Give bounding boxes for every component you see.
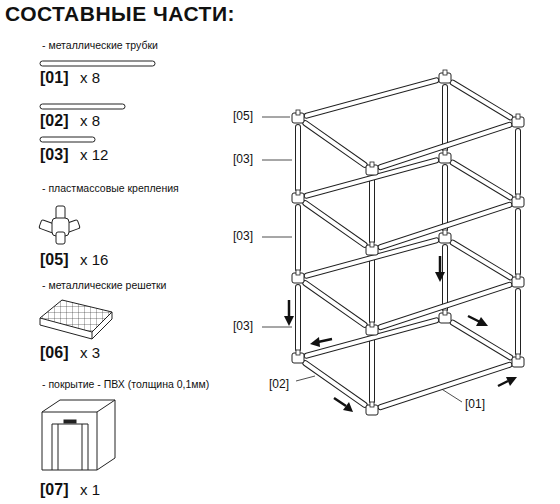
callout-number: [03]: [232, 153, 254, 166]
section-label: - пластмассовые крепления: [42, 183, 179, 195]
part-count: x 16: [80, 252, 108, 269]
callout-number: [05]: [232, 110, 254, 123]
part-number: [03]: [40, 146, 68, 164]
tube-icons: [40, 61, 155, 142]
part-count: x 3: [80, 345, 100, 362]
part-number: [07]: [40, 481, 68, 499]
section-label: - покрытие - ПВХ (толщина 0,1мм): [42, 379, 209, 391]
part-number: [05]: [40, 251, 68, 269]
callout-number: [03]: [232, 320, 254, 333]
section-label: - металлические трубки: [42, 40, 158, 52]
mesh-icon: [40, 300, 112, 339]
part-count: x 8: [80, 70, 100, 87]
part-number: [02]: [40, 112, 68, 130]
part-count: x 8: [80, 113, 100, 130]
title: СОСТАВНЫЕ ЧАСТИ:: [5, 2, 235, 25]
callout-number: [01]: [464, 398, 486, 411]
part-number: [06]: [40, 344, 68, 362]
callout-number: [02]: [268, 378, 290, 391]
part-number: [01]: [40, 69, 68, 87]
cover-icon: [42, 400, 115, 470]
assembly-arrows: [284, 256, 517, 412]
fitting-icon: [39, 206, 80, 244]
section-label: - металлические решетки: [42, 280, 166, 292]
part-count: x 12: [80, 147, 108, 164]
callout-number: [03]: [232, 230, 254, 243]
part-count: x 1: [80, 482, 100, 499]
shelf-frame: [292, 70, 524, 415]
leader-lines: [262, 117, 462, 402]
